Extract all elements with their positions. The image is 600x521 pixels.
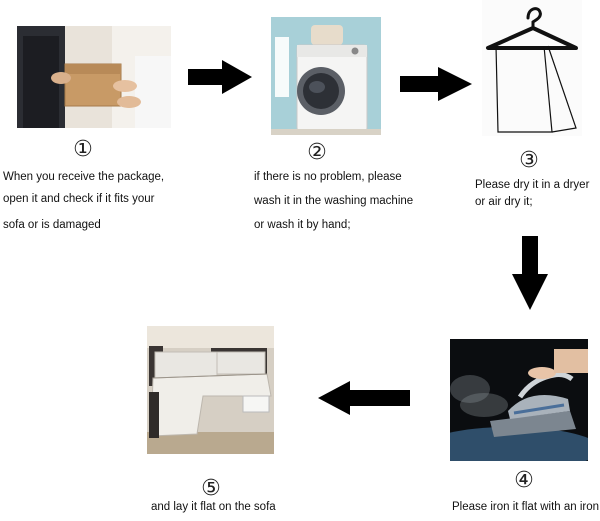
steam-iron-photo [450, 339, 588, 461]
washing-machine-photo [271, 17, 381, 135]
step-3-line-1: Please dry it in a dryer [475, 179, 590, 191]
step-3-number: ③ [519, 148, 539, 173]
step-2-line-1: if there is no problem, please [254, 171, 402, 183]
arrow-right-2 [400, 67, 472, 101]
step-4-line-1: Please iron it flat with an iron, [452, 501, 600, 513]
step-2-line-2: wash it in the washing machine [254, 195, 414, 207]
step-4-number: ④ [514, 468, 534, 493]
step-2-number: ② [307, 140, 327, 165]
sofa-photo [147, 326, 274, 454]
step-1-line-1: When you receive the package, [3, 171, 165, 183]
arrow-right-1 [188, 60, 252, 94]
step-1-line-3: sofa or is damaged [3, 219, 101, 231]
arrow-left [318, 381, 410, 415]
arrow-down [512, 236, 548, 310]
step-5-number: ⑤ [201, 476, 221, 501]
step-5-line-1: and lay it flat on the sofa [151, 501, 276, 513]
step-3-line-2: or air dry it; [475, 196, 533, 208]
step-1-number: ① [73, 137, 93, 162]
step-2-line-3: or wash it by hand; [254, 219, 351, 231]
step-1-line-2: open it and check if it fits your [3, 193, 155, 205]
package-handover-photo [17, 26, 171, 128]
hanger-icon [482, 0, 582, 136]
